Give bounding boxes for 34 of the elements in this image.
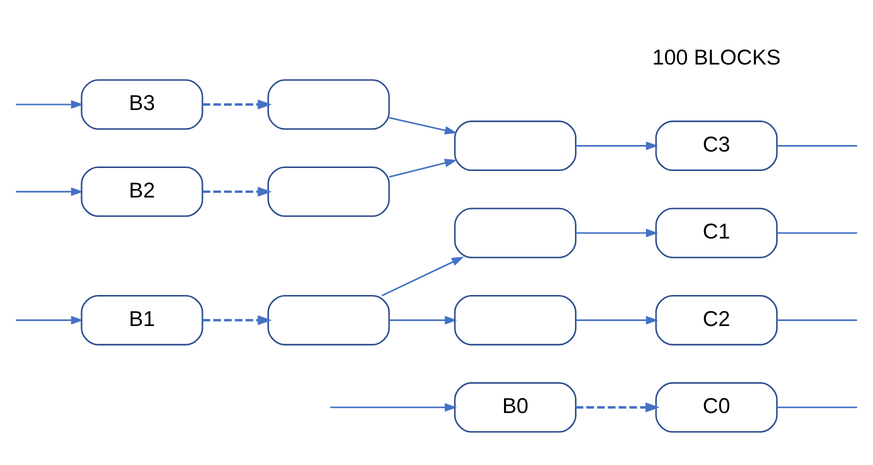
node-box: C1 bbox=[655, 207, 778, 258]
connector bbox=[777, 318, 858, 320]
node-box bbox=[454, 120, 576, 171]
node-box bbox=[267, 294, 390, 345]
arrow bbox=[202, 186, 272, 196]
node-box: B3 bbox=[80, 78, 204, 130]
label: 100 BLOCKS bbox=[652, 44, 781, 69]
arrow bbox=[576, 402, 660, 412]
node-box: C0 bbox=[655, 382, 778, 432]
arrow bbox=[16, 100, 84, 108]
arrow bbox=[576, 141, 658, 150]
arrow bbox=[202, 314, 272, 325]
arrow bbox=[16, 315, 84, 324]
node-box bbox=[267, 166, 390, 216]
arrow bbox=[202, 99, 272, 109]
node-box: B0 bbox=[454, 382, 576, 432]
node-box: C2 bbox=[655, 294, 778, 345]
node-box: C3 bbox=[655, 120, 778, 171]
node-box bbox=[267, 78, 390, 130]
connector bbox=[777, 232, 858, 234]
arrow bbox=[389, 116, 458, 134]
arrow bbox=[389, 158, 458, 178]
arrow bbox=[576, 228, 658, 237]
arrow bbox=[576, 315, 658, 324]
arrow bbox=[381, 256, 464, 296]
node-box bbox=[454, 294, 576, 345]
node-box: B1 bbox=[80, 294, 204, 345]
connector bbox=[777, 144, 858, 146]
node-box: B2 bbox=[80, 166, 204, 216]
node-box bbox=[454, 207, 576, 258]
arrow bbox=[389, 315, 458, 324]
arrow bbox=[16, 186, 84, 196]
arrow bbox=[330, 402, 458, 412]
connector bbox=[777, 406, 858, 408]
